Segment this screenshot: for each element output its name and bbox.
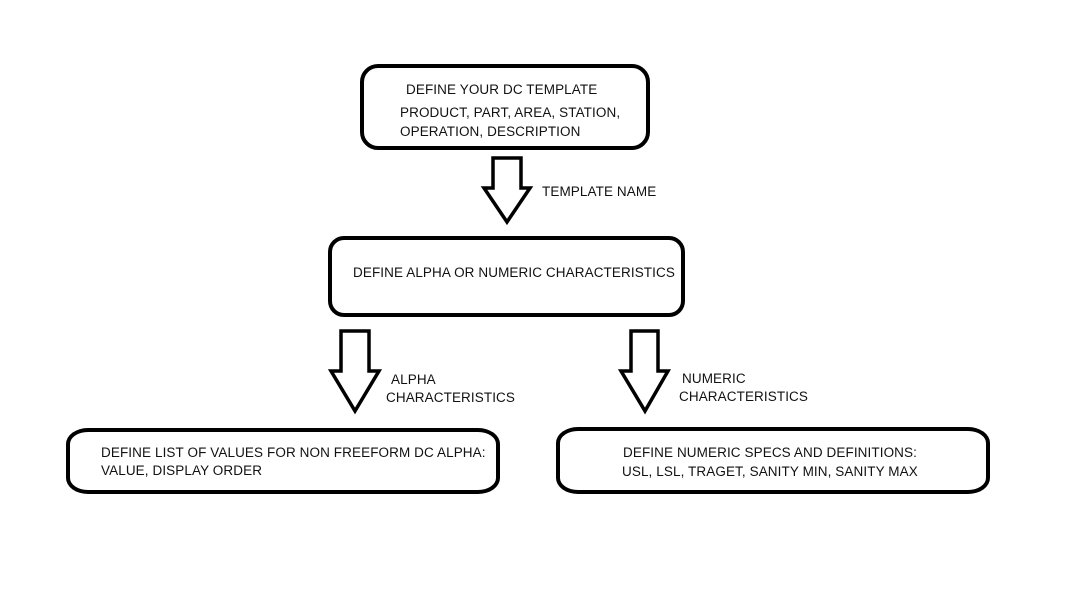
define-numeric-specs-line1: DEFINE NUMERIC SPECS AND DEFINITIONS: — [623, 445, 917, 460]
alpha-label-line1: ALPHA — [391, 372, 436, 387]
define-template-fields-line2: OPERATION, DESCRIPTION — [400, 124, 581, 139]
define-numeric-specs-box — [556, 427, 990, 494]
define-template-title: DEFINE YOUR DC TEMPLATE — [406, 82, 598, 97]
arrow-down-alpha — [327, 329, 383, 415]
define-alpha-values-line2: VALUE, DISPLAY ORDER — [101, 463, 263, 478]
define-characteristics-title: DEFINE ALPHA OR NUMERIC CHARACTERISTICS — [353, 265, 675, 280]
arrow-down-template-name — [480, 156, 534, 226]
arrow-down-numeric — [617, 329, 672, 415]
numeric-label-line2: CHARACTERISTICS — [679, 389, 809, 404]
numeric-label-line1: NUMERIC — [682, 371, 746, 386]
alpha-label-line2: CHARACTERISTICS — [386, 390, 516, 405]
template-name-label: TEMPLATE NAME — [542, 184, 657, 199]
define-template-box — [360, 64, 650, 150]
define-template-fields-line1: PRODUCT, PART, AREA, STATION, — [400, 105, 621, 120]
define-numeric-specs-line2: USL, LSL, TRAGET, SANITY MIN, SANITY MAX — [622, 464, 918, 479]
define-alpha-values-box — [66, 428, 500, 494]
define-alpha-values-line1: DEFINE LIST OF VALUES FOR NON FREEFORM D… — [101, 445, 486, 460]
define-characteristics-box — [328, 236, 685, 317]
